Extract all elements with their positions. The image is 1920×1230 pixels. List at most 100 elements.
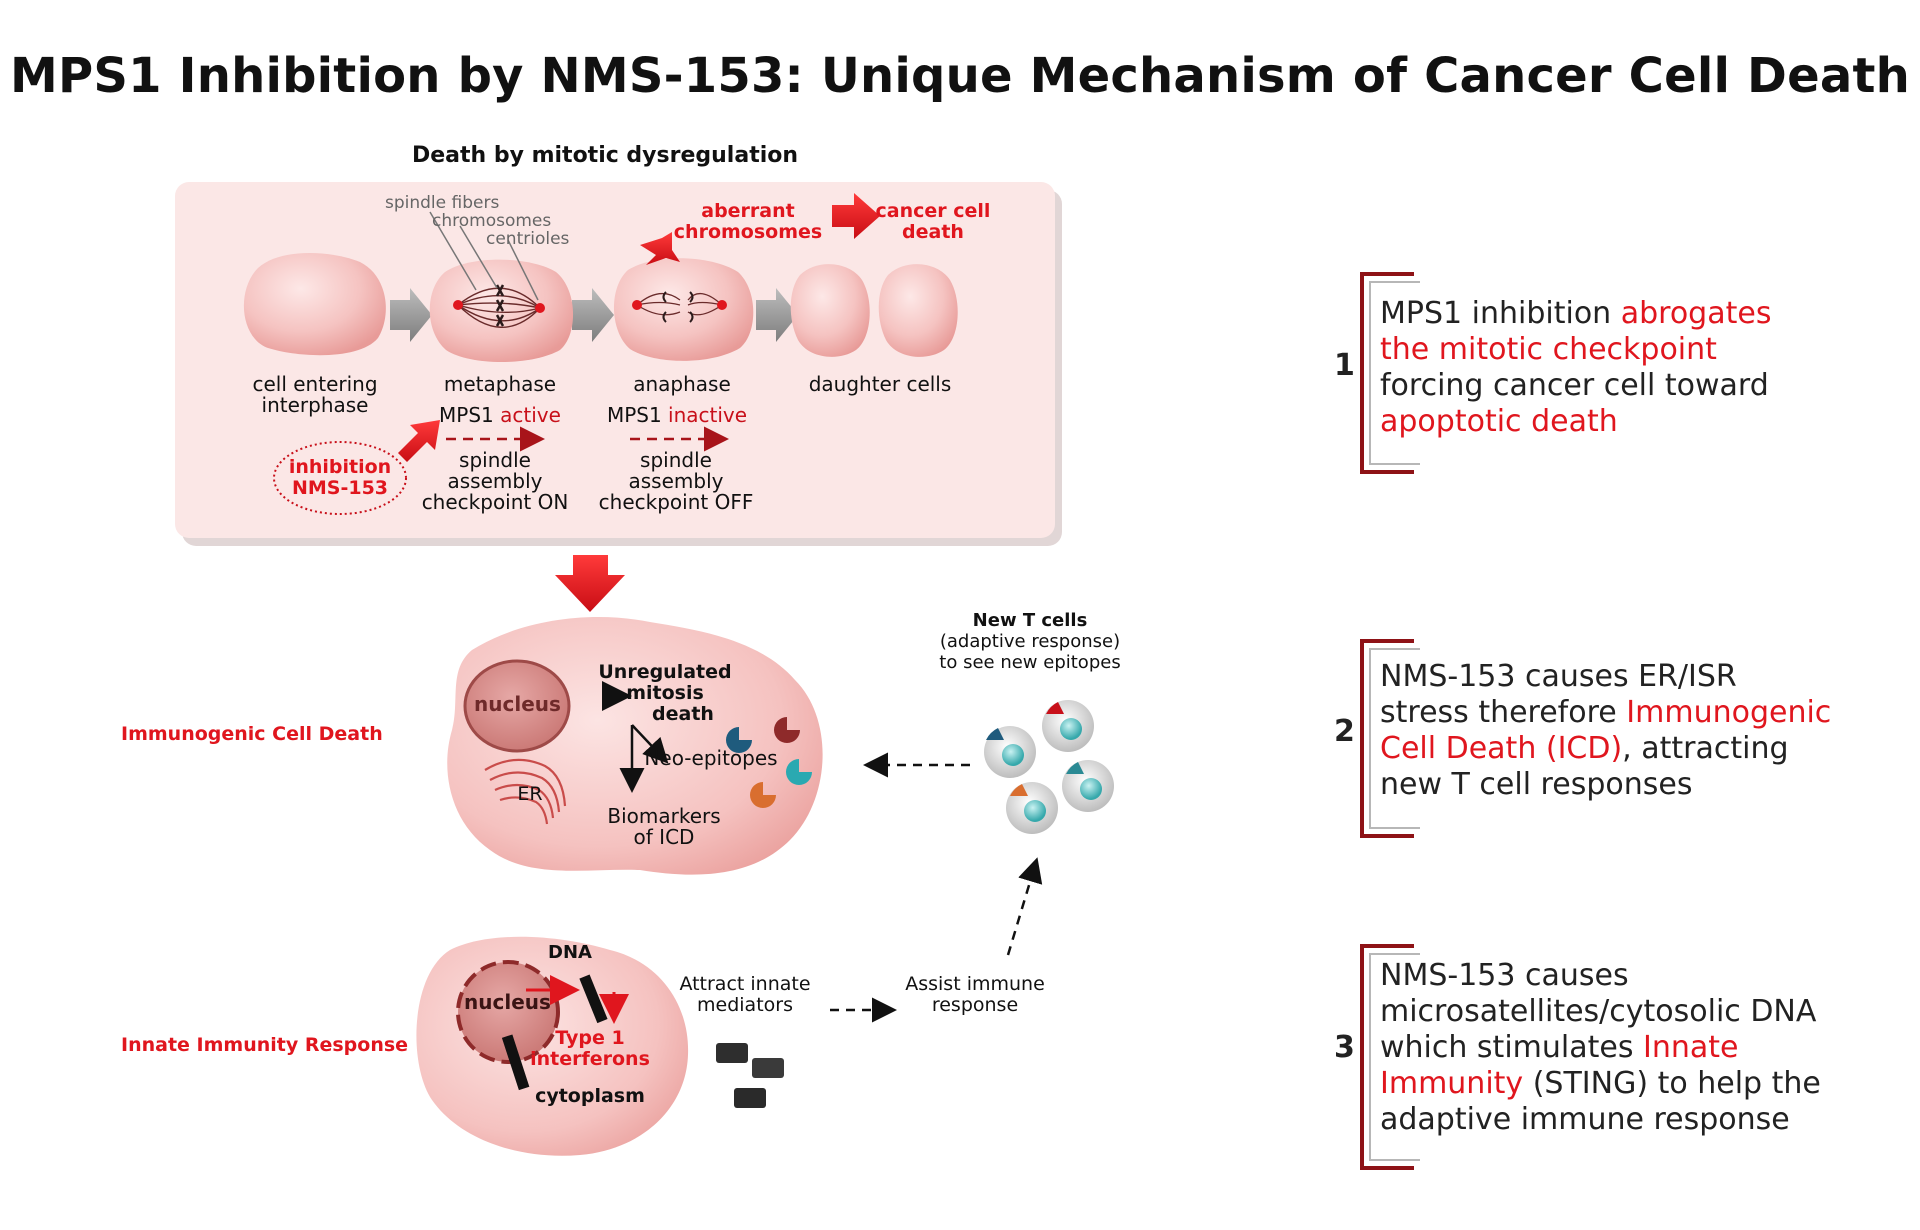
side-text-segment: stress therefore: [1380, 695, 1627, 730]
side-2-line-4: new T cell responses: [1380, 767, 1900, 803]
cancer-death-line-2: death: [902, 221, 964, 243]
label-centrioles: centrioles: [486, 229, 570, 249]
down-arrow: [555, 555, 625, 612]
side-text-segment: NMS-153 causes: [1380, 958, 1629, 993]
page-title: MPS1 Inhibition by NMS-153: Unique Mecha…: [10, 48, 1910, 104]
gray-arrow-3: [756, 288, 798, 342]
label-spindle-fibers: spindle fibers: [385, 193, 500, 213]
bracket-3-inner: [1369, 953, 1420, 1161]
label-pointers: [429, 211, 539, 301]
tcells-sub-line-2: to see new epitopes: [939, 652, 1121, 673]
panel-heading: Death by mitotic dysregulation: [411, 143, 799, 168]
stage-anaphase: anaphase: [633, 372, 731, 396]
side-number-2: 2: [1334, 714, 1355, 749]
inhibition-line-1: inhibition: [288, 456, 392, 478]
side-3-line-2: microsatellites/cytosolic DNA: [1380, 994, 1900, 1030]
label-aberrant-chromosomes: aberrant chromosomes: [668, 201, 828, 243]
side-1-line-1: MPS1 inhibition abrogates: [1380, 296, 1900, 332]
assist-line-1: Assist immune: [905, 973, 1045, 995]
unregulated-label: Unregulated mitosis death: [560, 662, 770, 725]
inhibition-label: inhibition NMS-153: [275, 457, 405, 499]
anaphase-chromosomes: [662, 291, 694, 323]
mps1-active-state: active: [500, 403, 561, 427]
icd-nucleus-label: nucleus: [474, 692, 561, 716]
er-structure: [484, 758, 567, 825]
cancer-death-line-1: cancer cell: [875, 200, 991, 222]
mps1-inactive-prefix: MPS1: [606, 403, 669, 427]
mps1-inactive-state: inactive: [668, 403, 748, 427]
bracket-1: [1360, 272, 1414, 474]
side-1-line-2: the mitotic checkpoint: [1380, 332, 1900, 368]
mps1-inactive: MPS1 inactive: [597, 405, 757, 426]
side-text-segment: adaptive immune response: [1380, 1102, 1790, 1137]
tcells-sub-line-1: (adaptive response): [939, 631, 1121, 652]
gray-arrow-1: [390, 288, 432, 342]
neo-epitopes-label: Neo-epitopes: [644, 746, 778, 770]
unregulated-line-2: death: [652, 703, 714, 725]
label-chromosomes: chromosomes: [432, 211, 552, 231]
bracket-3: [1360, 944, 1414, 1170]
side-text-segment: forcing cancer cell toward: [1380, 368, 1769, 403]
side-text-segment: (STING) to help the: [1523, 1066, 1821, 1101]
side-text-segment: Immunogenic: [1626, 695, 1832, 730]
assist-label: Assist immune response: [895, 974, 1055, 1016]
label-cancer-cell-death: cancer cell death: [868, 201, 998, 243]
innate-nucleus-label: nucleus: [464, 990, 551, 1014]
side-3-line-5: adaptive immune response: [1380, 1102, 1900, 1138]
inhibition-arrow: [398, 420, 440, 462]
stage-daughter-cells: daughter cells: [808, 372, 952, 396]
checkpoint-off-line-1: spindle: [640, 448, 712, 472]
mps1-active-prefix: MPS1: [439, 403, 501, 427]
side-text-segment: apoptotic death: [1380, 404, 1618, 439]
metaphase-chromosomes: [495, 284, 505, 327]
anaphase-centriole-left: [632, 300, 642, 310]
side-1-line-3: forcing cancer cell toward: [1380, 368, 1900, 404]
checkpoint-on-line-2: assembly: [447, 469, 543, 493]
checkpoint-on: spindle assembly checkpoint ON: [410, 450, 580, 513]
side-2-line-2: stress therefore Immunogenic: [1380, 695, 1900, 731]
icd-epitope-arrow: [631, 724, 669, 764]
attract-line-2: mediators: [697, 994, 793, 1016]
side-3-line-4: Immunity (STING) to help the: [1380, 1066, 1900, 1102]
mediator-blocks: [716, 1043, 784, 1108]
t-cell-2: [1042, 700, 1094, 752]
innate-row-label: Innate Immunity Response: [121, 1034, 409, 1056]
checkpoint-on-line-1: spindle: [459, 448, 531, 472]
biomarkers-line-2: of ICD: [633, 825, 695, 849]
tcells-label: New T cells (adaptive response) to see n…: [910, 610, 1150, 673]
type1-line-2: interferons: [530, 1048, 650, 1070]
t-cell-1: [984, 726, 1036, 778]
bracket-2: [1360, 639, 1414, 838]
side-text-segment: new T cell responses: [1380, 767, 1693, 802]
daughter-cell-1: [790, 264, 870, 357]
side-number-3: 3: [1334, 1030, 1355, 1065]
side-text-segment: Immunity: [1380, 1066, 1524, 1101]
stage-interphase: cell entering interphase: [235, 374, 395, 416]
aberrant-line-1: aberrant: [701, 200, 795, 222]
dna-label: DNA: [548, 942, 592, 963]
daughter-cell-2: [878, 264, 958, 357]
epitope-pieces: [726, 717, 812, 808]
side-2-line-3: Cell Death (ICD), attracting: [1380, 731, 1900, 767]
dna-bar-2: [501, 1034, 530, 1091]
interphase-line-1: cell entering: [252, 372, 378, 396]
type1-line-1: Type 1: [555, 1027, 625, 1049]
assist-to-tcell-arrow: [1006, 857, 1043, 956]
assist-line-2: response: [931, 994, 1019, 1016]
gray-arrow-2: [572, 288, 614, 342]
side-text-segment: NMS-153 causes ER/ISR: [1380, 659, 1737, 694]
checkpoint-off-line-2: assembly: [628, 469, 724, 493]
interphase-line-2: interphase: [261, 393, 369, 417]
bracket-1-inner: [1369, 281, 1420, 465]
er-label: ER: [517, 783, 543, 805]
anaphase-centriole-right: [717, 300, 727, 310]
metaphase-cell: [429, 259, 574, 362]
anaphase-cell: [613, 258, 754, 361]
side-text-segment: microsatellites/cytosolic DNA: [1380, 994, 1817, 1029]
side-text-segment: Cell Death (ICD): [1380, 731, 1623, 766]
checkpoint-on-line-3: checkpoint ON: [421, 490, 569, 514]
side-3-line-3: which stimulates Innate: [1380, 1030, 1900, 1066]
side-text-segment: Innate: [1643, 1030, 1739, 1065]
